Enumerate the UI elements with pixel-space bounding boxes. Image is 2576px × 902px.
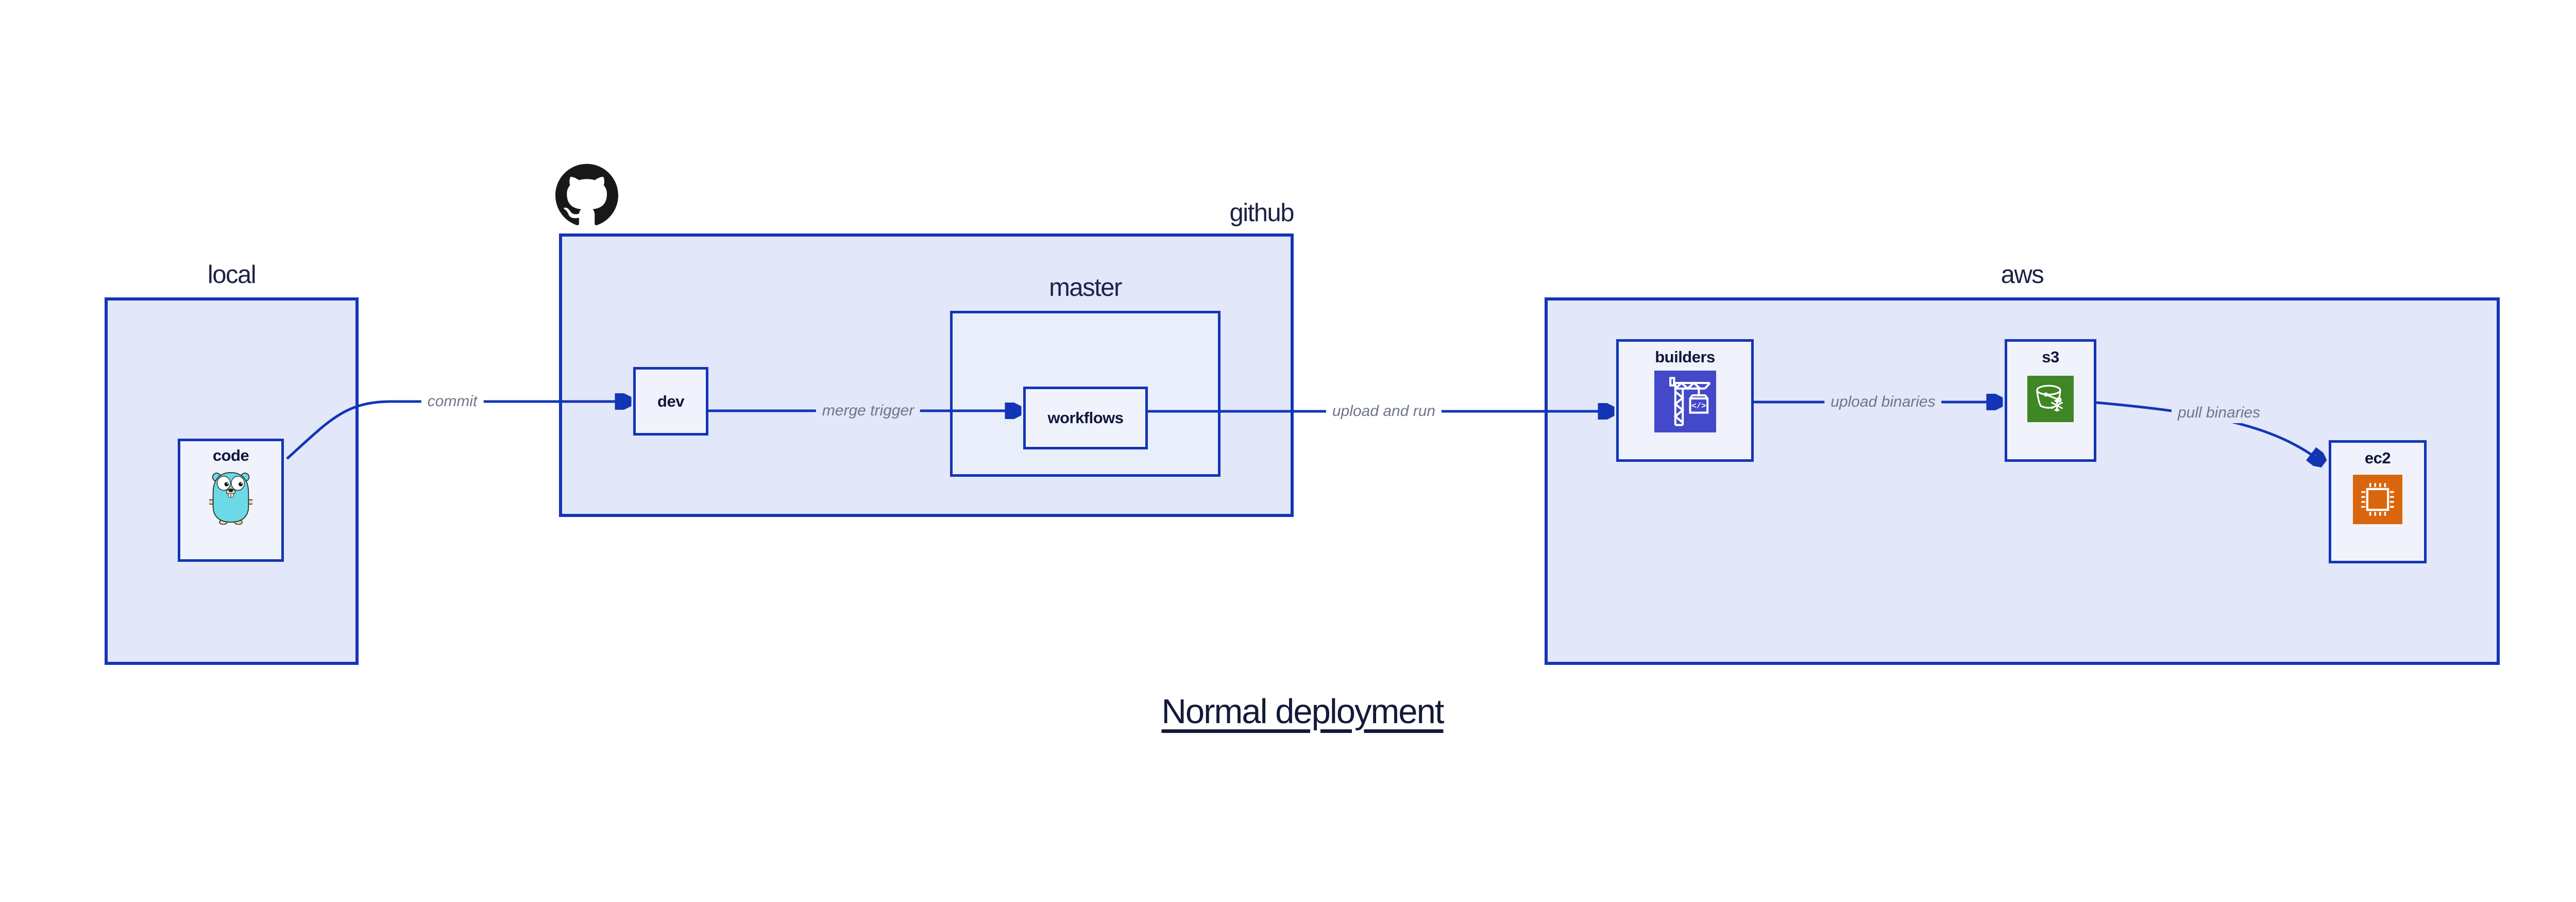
edge-label-commit: commit [421, 391, 484, 412]
node-label-dev: dev [657, 392, 684, 410]
edge-label-upload-binaries: upload binaries [1824, 392, 1942, 412]
node-builders: builders </> [1616, 339, 1754, 462]
codebuild-crane-icon: </> [1654, 371, 1716, 432]
edge-label-upload-and-run: upload and run [1326, 401, 1442, 422]
node-label-code: code [212, 446, 249, 464]
container-label-master: master [1049, 274, 1122, 302]
container-label-aws: aws [2001, 261, 2044, 289]
diagram-title: Normal deployment [1161, 692, 1445, 731]
node-label-ec2: ec2 [2364, 449, 2391, 467]
node-label-builders: builders [1655, 348, 1715, 366]
ec2-chip-icon [2353, 475, 2402, 524]
node-workflows: workflows [1023, 387, 1148, 449]
node-code: code [178, 439, 284, 562]
node-ec2: ec2 [2329, 440, 2427, 563]
github-octocat-icon [555, 164, 618, 225]
node-label-workflows: workflows [1047, 409, 1124, 427]
node-s3: s3 [2005, 339, 2096, 462]
container-label-local: local [207, 261, 257, 289]
edge-label-merge-trigger: merge trigger [816, 400, 921, 421]
code-glyph: </> [1691, 402, 1706, 411]
s3-glacier-bucket-icon [2027, 376, 2074, 422]
edge-label-pull-binaries: pull binaries [2171, 403, 2267, 423]
go-gopher-icon [209, 472, 252, 525]
node-dev: dev [633, 367, 708, 436]
container-label-github: github [1229, 199, 1294, 227]
node-label-s3: s3 [2042, 348, 2059, 366]
